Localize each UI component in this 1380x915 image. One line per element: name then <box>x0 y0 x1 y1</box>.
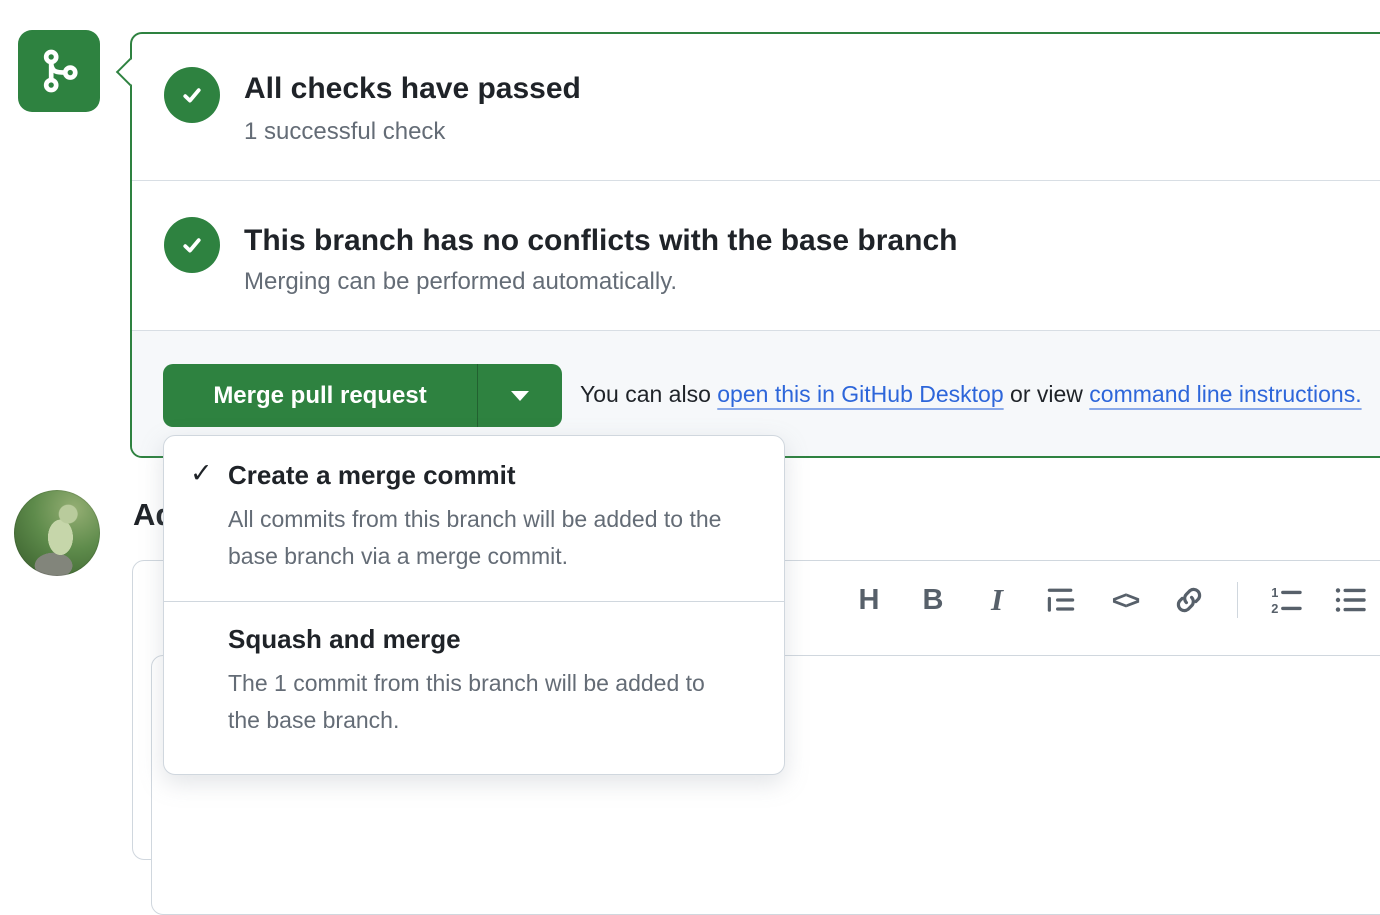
menu-separator <box>164 601 784 602</box>
merge-status-box: All checks have passed 1 successful chec… <box>115 32 1380 458</box>
git-merge-icon <box>34 46 84 96</box>
svg-text:2: 2 <box>1271 601 1278 616</box>
toolbar-divider <box>1237 582 1238 618</box>
alternative-actions-text: You can also open this in GitHub Desktop… <box>580 381 1362 408</box>
markdown-toolbar: H B I <> 1 2 <box>853 561 1366 639</box>
merge-button-group: Merge pull request <box>163 364 562 427</box>
menu-item-squash-and-merge[interactable]: Squash and merge The 1 commit from this … <box>164 602 784 765</box>
no-conflicts-title: This branch has no conflicts with the ba… <box>244 224 958 257</box>
no-conflicts-icon <box>164 217 220 273</box>
checks-passed-subtitle[interactable]: 1 successful check <box>244 118 446 145</box>
menu-item-description: All commits from this branch will be add… <box>228 506 722 569</box>
command-line-instructions-link[interactable]: command line instructions. <box>1089 381 1362 407</box>
merge-pull-request-button[interactable]: Merge pull request <box>213 381 427 409</box>
also-prefix-text: You can also <box>580 381 718 407</box>
checks-passed-title: All checks have passed <box>244 72 581 105</box>
checks-passed-icon <box>164 67 220 123</box>
or-view-text: or view <box>1003 381 1090 407</box>
section-divider <box>132 180 1380 181</box>
italic-icon[interactable]: I <box>990 582 1004 617</box>
box-caret-pointer <box>115 57 145 87</box>
selected-check-icon: ✓ <box>190 458 213 488</box>
svg-text:1: 1 <box>1271 585 1278 600</box>
bullet-list-icon[interactable] <box>1334 584 1366 616</box>
merge-box-footer: Merge pull request You can also open thi… <box>132 330 1380 456</box>
no-conflicts-subtitle: Merging can be performed automatically. <box>244 268 678 295</box>
heading-icon[interactable]: H <box>858 583 880 616</box>
avatar <box>14 490 100 576</box>
open-in-github-desktop-link[interactable]: open this in GitHub Desktop <box>717 381 1004 407</box>
menu-item-title: Squash and merge <box>228 624 461 654</box>
bold-icon[interactable]: B <box>922 583 944 616</box>
quote-icon[interactable] <box>1045 584 1077 616</box>
github-pr-merge-page: { "merge_box": { "sections": [ { "title"… <box>14 30 1380 915</box>
chevron-down-icon <box>511 390 529 401</box>
merge-options-dropdown-button[interactable] <box>477 364 562 427</box>
menu-item-create-merge-commit[interactable]: ✓ Create a merge commit All commits from… <box>164 436 784 601</box>
numbered-list-icon[interactable]: 1 2 <box>1270 584 1302 616</box>
timeline-merge-icon <box>18 30 100 112</box>
merge-options-menu: ✓ Create a merge commit All commits from… <box>163 435 785 775</box>
code-icon[interactable]: <> <box>1111 584 1140 615</box>
link-icon[interactable] <box>1173 584 1205 616</box>
menu-item-title: Create a merge commit <box>228 460 516 490</box>
